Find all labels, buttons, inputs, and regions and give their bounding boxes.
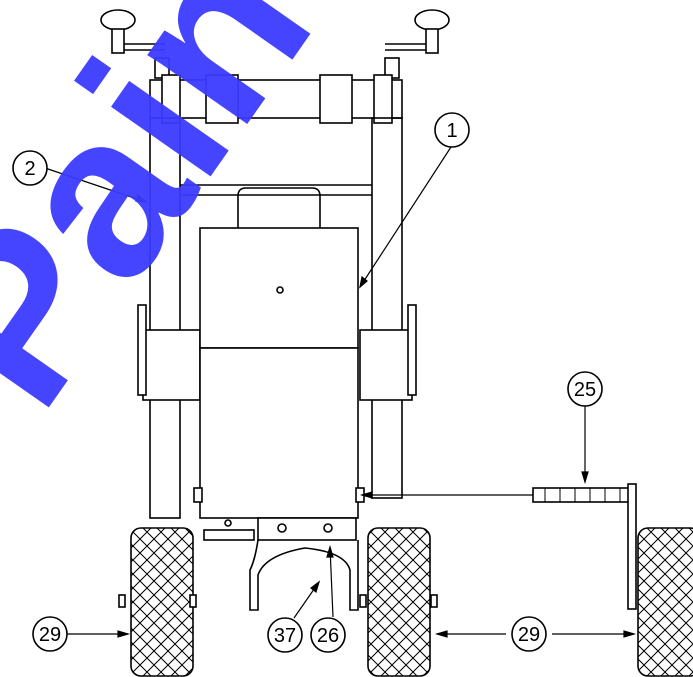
top-roller-assembly: [100, 9, 450, 124]
left-wheel: [118, 527, 197, 677]
frame: [137, 117, 417, 519]
callout-26-label: 26: [317, 625, 339, 647]
callout-2-label: 2: [24, 158, 35, 180]
callout-29-right: 29: [511, 616, 547, 652]
hopper-body: [193, 187, 365, 611]
right-knob-icon: [414, 9, 450, 31]
callout-26: 26: [310, 617, 346, 653]
right-wheel: [637, 527, 693, 677]
callout-29-left-label: 29: [39, 624, 61, 646]
callout-25-label: 25: [574, 379, 596, 401]
callout-1: 1: [434, 112, 470, 148]
leader-lines: [44, 146, 637, 638]
stand: [249, 539, 359, 611]
handle: [237, 187, 321, 228]
callout-29-left: 29: [32, 616, 68, 652]
side-bar-assembly: [532, 483, 637, 610]
callout-29-right-label: 29: [518, 624, 540, 646]
callout-1-label: 1: [446, 120, 457, 142]
callout-37-label: 37: [274, 625, 296, 647]
roller: [149, 79, 403, 119]
callout-37: 37: [267, 617, 303, 653]
callout-25: 25: [567, 371, 603, 407]
middle-wheel: [359, 527, 438, 677]
callout-2: 2: [12, 150, 48, 186]
